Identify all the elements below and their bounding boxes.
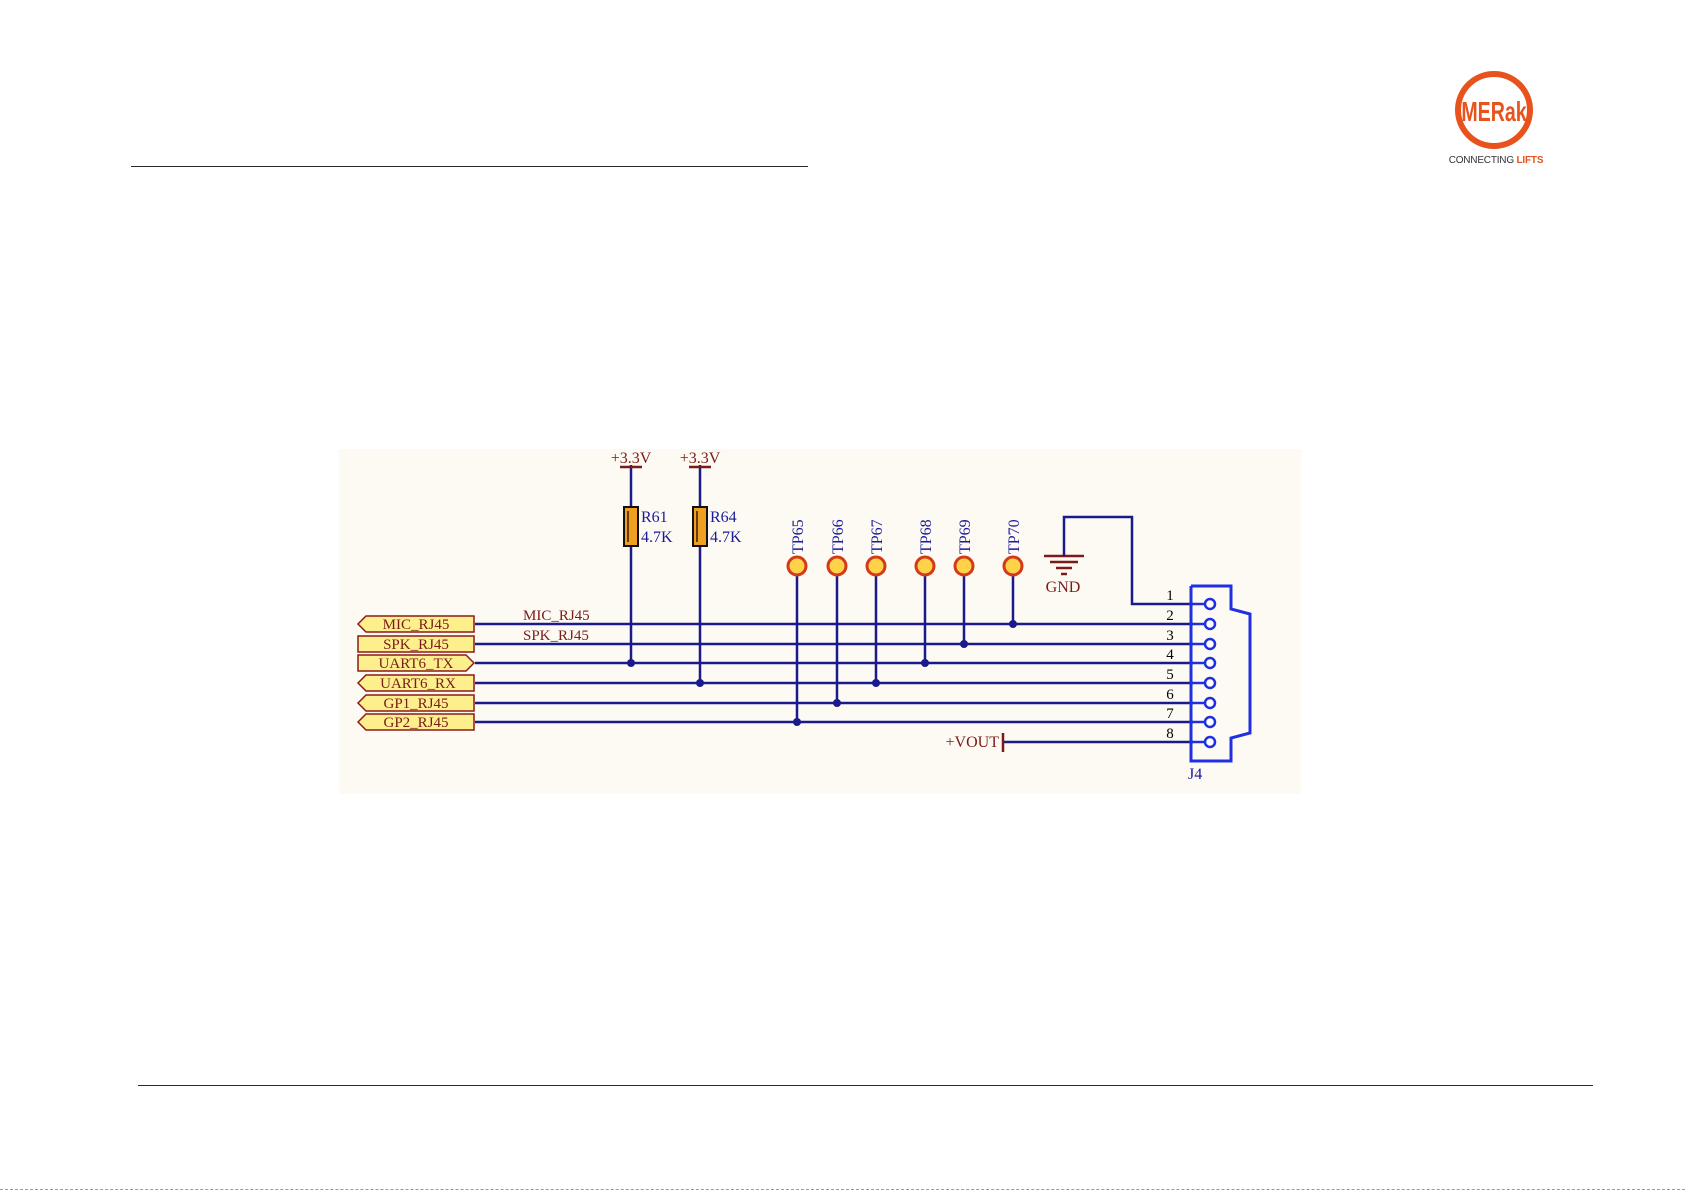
connector-pin [1205,619,1215,629]
test-point-ref: TP65 [790,519,807,554]
port-label: GP2_RJ45 [383,715,448,731]
test-point-tp70: TP70 [1004,519,1023,575]
connector-pin [1205,737,1215,747]
power-rail-r61: +3.3V [611,450,652,467]
port-gp1-rj45: GP1_RJ45 [358,695,474,712]
test-point-tp68: TP68 [916,519,935,575]
junction [833,699,841,707]
port-mic-rj45: MIC_RJ45 [358,616,474,633]
test-point-ref: TP69 [957,519,974,554]
port-gp2-rj45: GP2_RJ45 [358,714,474,731]
test-point-ref: TP70 [1006,519,1023,554]
junction [960,640,968,648]
resistor-ref: R61 [641,509,668,526]
pin-number: 8 [1166,726,1174,742]
power-rail-label: +3.3V [611,450,652,467]
junction [1009,620,1017,628]
pin-number: 6 [1166,687,1174,703]
ground-label: GND [1046,579,1081,596]
test-point-ref: TP66 [830,519,847,554]
resistor-ref: R64 [710,509,737,526]
pin-number: 2 [1166,608,1174,624]
port-uart6-tx: UART6_TX [358,655,474,672]
net-label: SPK_RJ45 [523,628,589,644]
resistor-value: 4.7K [641,529,673,546]
test-point-ref: TP68 [918,519,935,554]
test-point-tp67: TP67 [867,519,886,575]
connector-pin [1205,658,1215,668]
connector-ref: J4 [1188,766,1202,783]
junction [921,659,929,667]
test-point-ref: TP67 [869,519,886,554]
junction [627,659,635,667]
pin-number: 5 [1166,667,1174,683]
connector-pin [1205,639,1215,649]
connector-pin [1205,698,1215,708]
vout-label: +VOUT [946,734,1000,751]
port-spk-rj45: SPK_RJ45 [358,636,474,653]
power-rail-label: +3.3V [680,450,721,467]
net-label: MIC_RJ45 [523,608,590,624]
pin-number: 3 [1166,628,1174,644]
pin-number: 7 [1166,706,1174,722]
port-uart6-rx: UART6_RX [358,675,474,692]
port-label: UART6_RX [380,676,456,692]
connector-pin [1205,599,1215,609]
test-point-tp65: TP65 [788,519,807,575]
junction [872,679,880,687]
junction [696,679,704,687]
connector-pin [1205,717,1215,727]
resistor-value: 4.7K [710,529,742,546]
power-rail-r64: +3.3V [680,450,721,467]
pin-number: 4 [1166,647,1174,663]
test-point-tp66: TP66 [828,519,847,575]
connector-pin [1205,678,1215,688]
pin-number: 1 [1166,588,1174,604]
port-label: MIC_RJ45 [383,617,450,633]
port-label: SPK_RJ45 [383,637,449,653]
junction [793,718,801,726]
test-point-tp69: TP69 [955,519,974,575]
port-label: GP1_RJ45 [383,696,448,712]
port-label: UART6_TX [379,656,454,672]
